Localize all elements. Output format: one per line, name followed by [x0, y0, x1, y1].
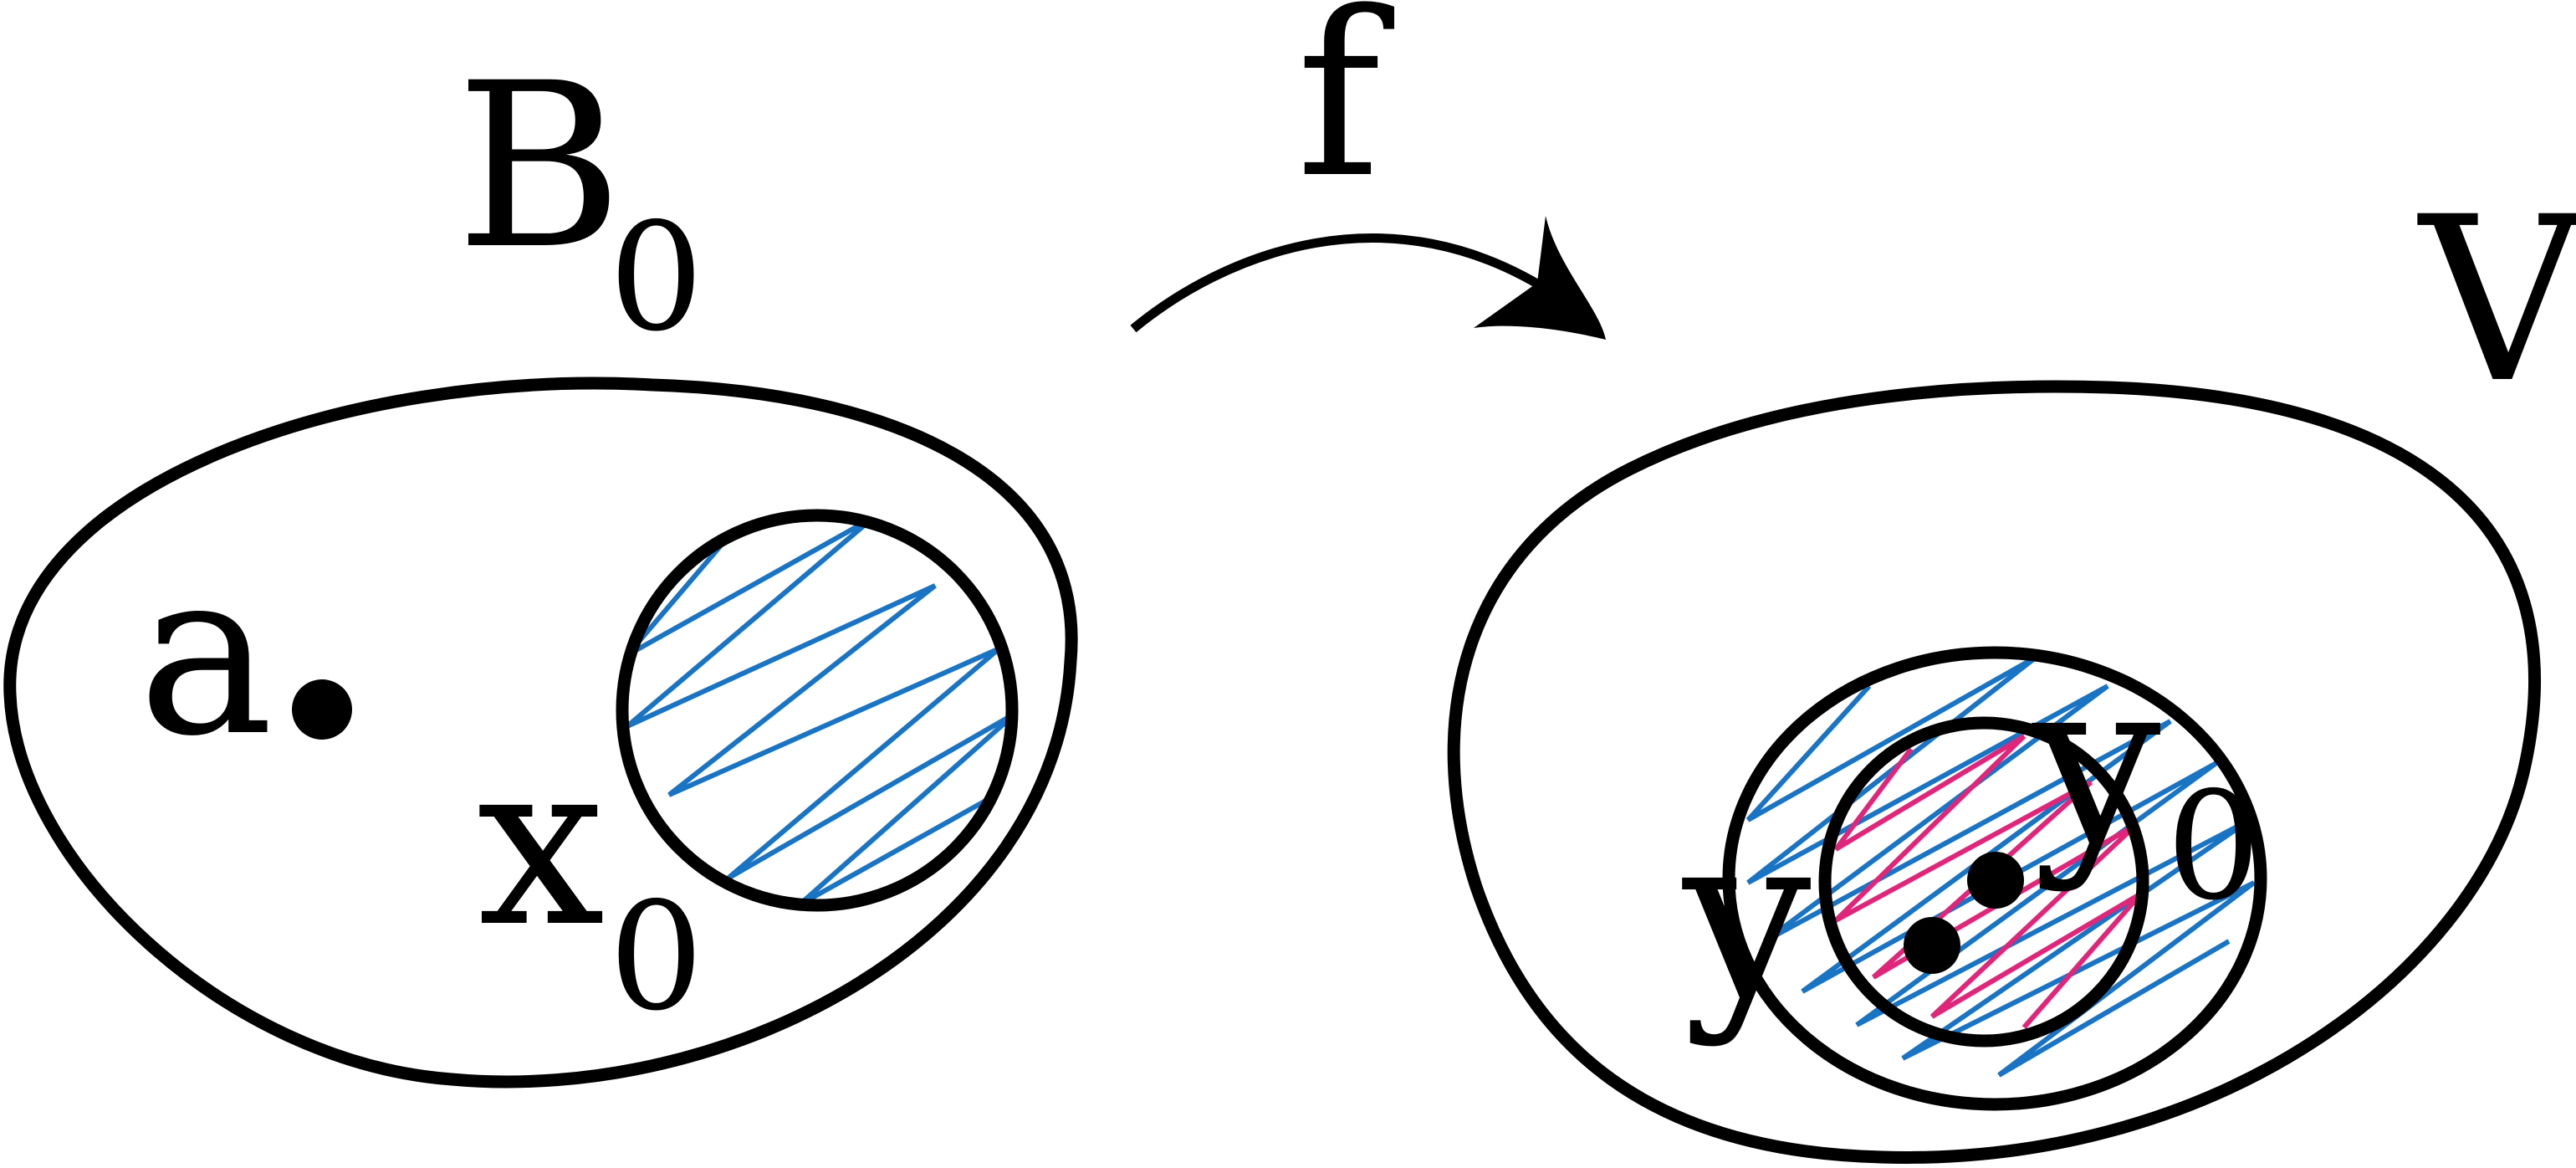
map-arrow: [1130, 216, 1606, 340]
codomain-region-outline: [1447, 380, 2541, 1164]
label-point-x-subscript: 0: [609, 870, 703, 1043]
label-point-x: x: [477, 713, 605, 977]
map-arrow-head: [1474, 216, 1606, 340]
point-y0-dot: [1967, 852, 2024, 909]
label-point-y0: y: [2029, 631, 2161, 895]
left-ball-hatching: [625, 515, 1012, 905]
map-arrow-shaft: [1130, 233, 1561, 333]
label-map: f: [1296, 0, 1396, 228]
label-domain-set-subscript: 0: [609, 191, 703, 364]
point-a-dot: [292, 679, 352, 740]
label-codomain-set: V: [2416, 169, 2576, 433]
domain-region-outline: [3, 377, 1078, 1089]
label-point-y0-subscript: 0: [2166, 760, 2261, 933]
codomain-region: [1447, 380, 2541, 1164]
label-point-y: y: [1679, 786, 1812, 1050]
left-ball-outline: [616, 509, 1019, 912]
point-y-dot: [1904, 917, 1960, 974]
image-ellipse-outline: [1722, 646, 2267, 1111]
label-domain-set: B: [456, 35, 623, 300]
inner-ball-outline: [1818, 716, 2149, 1048]
domain-region: [3, 377, 1078, 1089]
labels: B 0 f V a x 0 y y 0: [138, 0, 2576, 1050]
label-point-a: a: [138, 522, 273, 786]
